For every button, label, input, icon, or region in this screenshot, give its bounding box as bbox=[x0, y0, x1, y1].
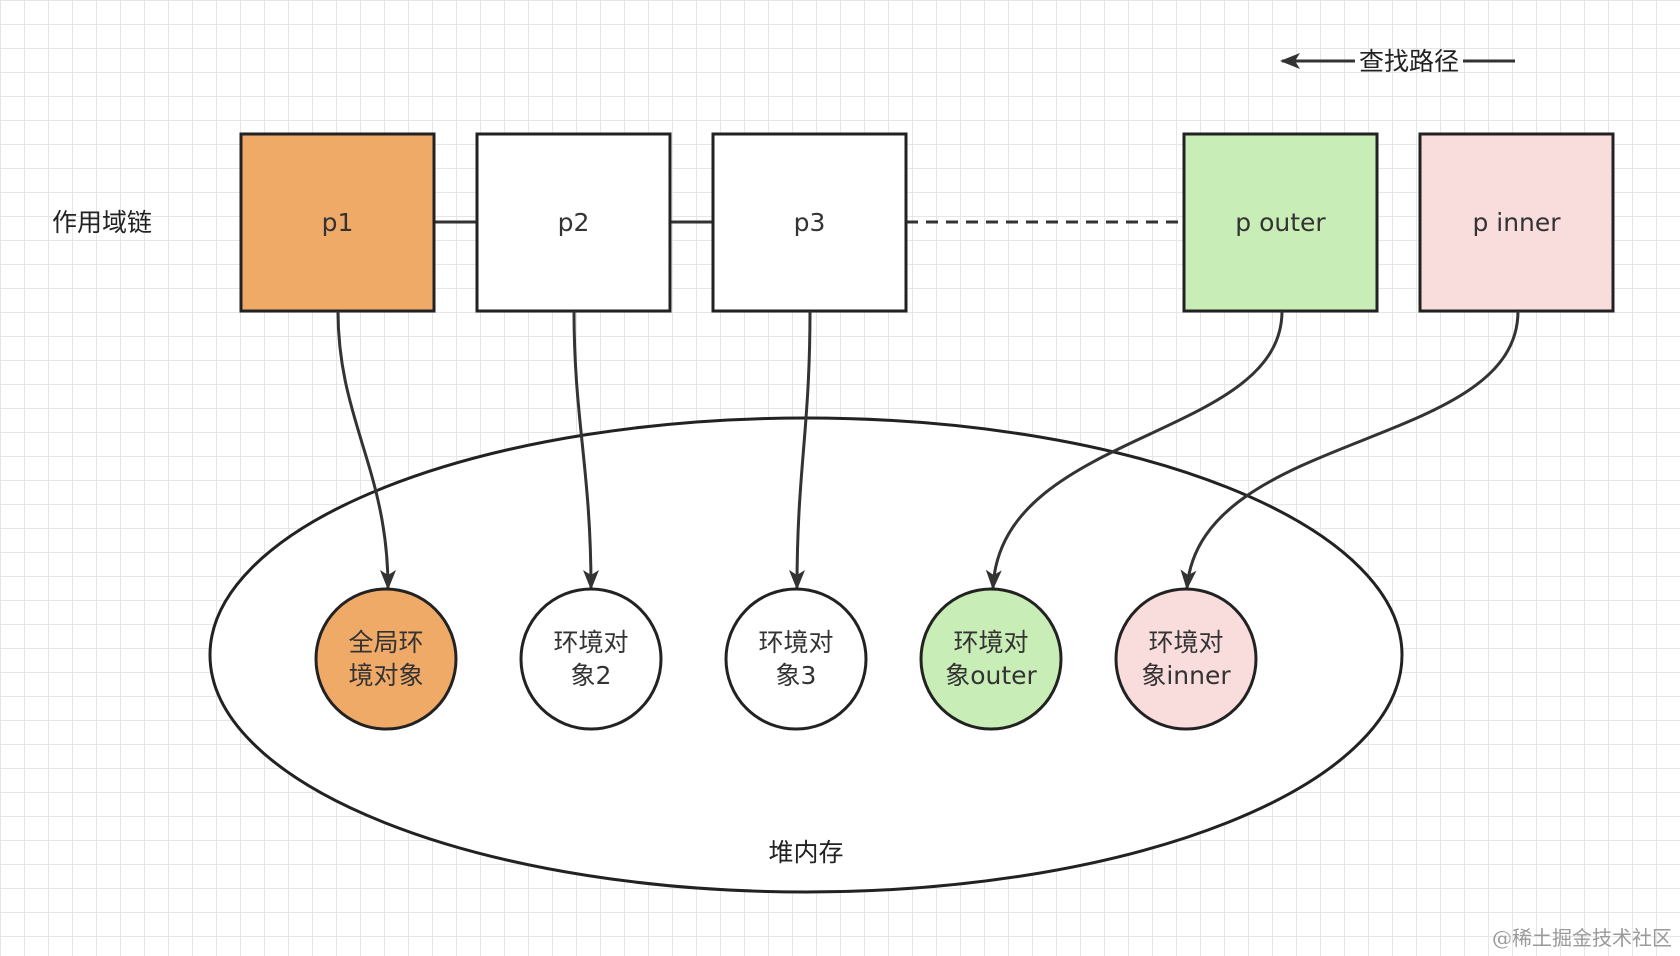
env-object-2-circle bbox=[519, 587, 663, 731]
env-object-outer-line2: 象outer bbox=[945, 661, 1037, 690]
env-object-inner-line2: 象inner bbox=[1141, 661, 1231, 690]
watermark: @稀土掘金技术社区 bbox=[1492, 926, 1672, 950]
env-object-global: 全局环 境对象 bbox=[314, 587, 458, 731]
scope-box-p1-rect bbox=[239, 132, 436, 313]
ref-arrow-inner-envinner bbox=[1180, 310, 1520, 590]
ref-arrow-p3-env3 bbox=[789, 310, 812, 590]
env-object-outer-line1: 环境对 bbox=[953, 628, 1028, 657]
env-object-3-line2: 象3 bbox=[776, 661, 817, 690]
scope-box-p2: p2 bbox=[475, 132, 672, 313]
env-object-inner-line1: 环境对 bbox=[1148, 628, 1223, 657]
env-object-2-line2: 象2 bbox=[571, 661, 612, 690]
env-object-global-circle bbox=[314, 587, 458, 731]
ref-arrow-p1-global bbox=[336, 310, 396, 590]
scope-box-p2-label: p2 bbox=[558, 208, 590, 237]
scope-box-p-outer: p outer bbox=[1182, 132, 1379, 313]
env-object-2: 环境对 象2 bbox=[519, 587, 663, 731]
heap-memory-label: 堆内存 bbox=[768, 838, 843, 867]
ref-arrow-outer-envouter bbox=[985, 310, 1284, 590]
scope-box-p-inner-rect bbox=[1418, 132, 1615, 313]
scope-box-p3: p3 bbox=[711, 132, 908, 313]
scope-box-p-outer-label: p outer bbox=[1235, 208, 1326, 237]
ref-arrow-p2-env2 bbox=[572, 310, 599, 590]
scope-box-p1: p1 bbox=[239, 132, 436, 313]
env-object-2-line1: 环境对 bbox=[553, 628, 628, 657]
env-object-3-circle bbox=[724, 587, 868, 731]
scope-box-p3-label: p3 bbox=[794, 208, 826, 237]
env-object-global-line2: 境对象 bbox=[348, 661, 423, 690]
scope-box-p3-rect bbox=[711, 132, 908, 313]
scope-box-p2-rect bbox=[475, 132, 672, 313]
env-object-3-line1: 环境对 bbox=[758, 628, 833, 657]
env-object-inner-circle bbox=[1114, 587, 1258, 731]
env-object-outer-circle bbox=[919, 587, 1063, 731]
scope-box-p-inner-label: p inner bbox=[1472, 208, 1561, 237]
scope-chain-label: 作用域链 bbox=[52, 208, 152, 237]
lookup-path-label: 查找路径 bbox=[1359, 47, 1459, 76]
env-object-3: 环境对 象3 bbox=[724, 587, 868, 731]
env-object-outer: 环境对 象outer bbox=[919, 587, 1063, 731]
scope-box-p1-label: p1 bbox=[322, 208, 354, 237]
scope-box-p-outer-rect bbox=[1182, 132, 1379, 313]
env-object-inner: 环境对 象inner bbox=[1114, 587, 1258, 731]
scope-box-p-inner: p inner bbox=[1418, 132, 1615, 313]
env-object-global-line1: 全局环 bbox=[348, 628, 423, 657]
